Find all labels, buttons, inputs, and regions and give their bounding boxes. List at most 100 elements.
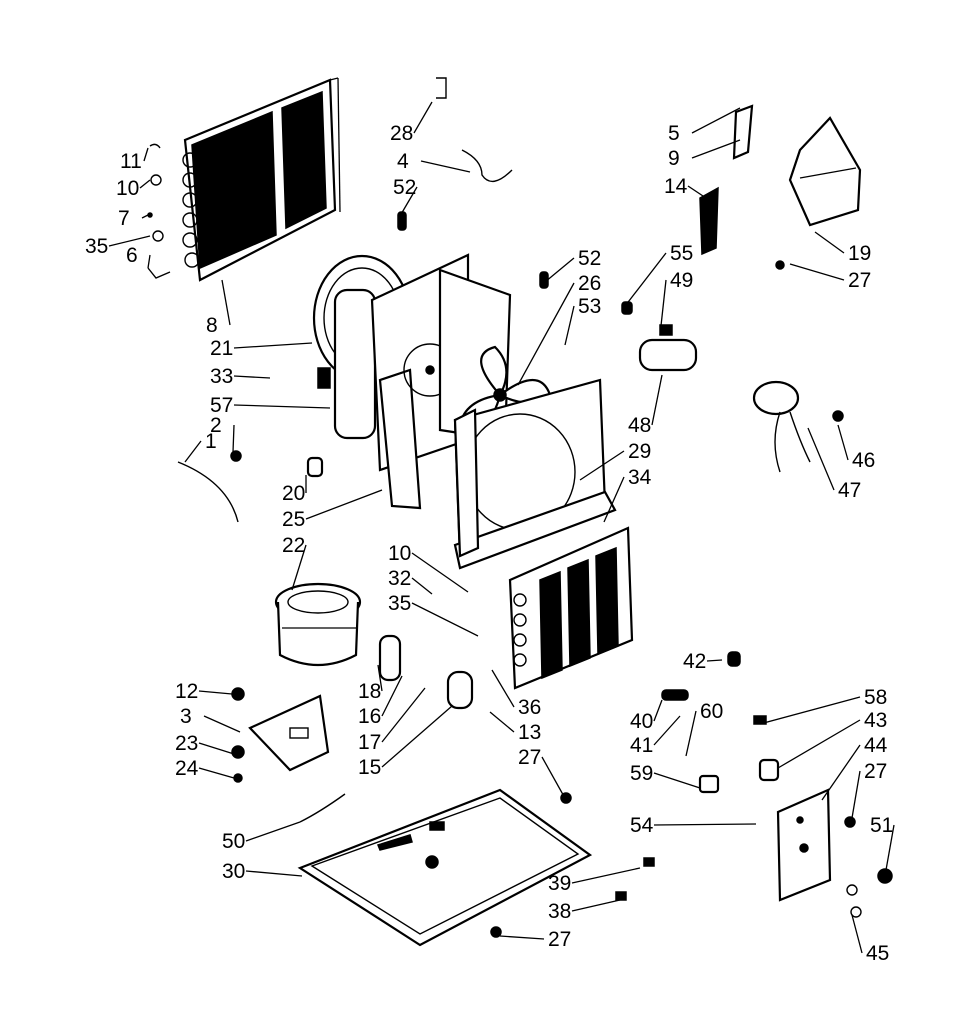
leader-line-60: [685, 710, 697, 757]
callout-34: 34: [628, 466, 652, 489]
callout-4: 4: [397, 150, 409, 173]
leader-line-7: [141, 214, 149, 219]
callout-54: 54: [630, 814, 654, 837]
control-panel: [776, 788, 832, 902]
leader-line-18: [377, 664, 383, 692]
callout-35a: 35: [85, 235, 108, 258]
leader-line-21: [233, 342, 313, 349]
callout-7: 7: [118, 207, 130, 230]
callout-39: 39: [548, 872, 571, 895]
callout-49: 49: [670, 269, 693, 292]
base-pan: [297, 788, 593, 947]
leader-line-57: [233, 404, 331, 409]
leader-line-27d: [499, 935, 545, 940]
callout-47: 47: [838, 479, 861, 502]
callout-18: 18: [358, 680, 381, 703]
leader-line-41: [653, 715, 681, 746]
leader-line-12: [198, 690, 233, 695]
orifice-panel: [453, 378, 617, 570]
leader-line-52b: [544, 257, 575, 283]
callout-32: 32: [388, 567, 411, 590]
callout-23: 23: [175, 732, 198, 755]
callout-16: 16: [358, 705, 381, 728]
callout-24: 24: [175, 757, 199, 780]
callout-6: 6: [126, 244, 138, 267]
leader-line-36: [491, 669, 515, 708]
leader-line-54: [653, 823, 757, 826]
leader-line-15: [381, 705, 453, 768]
leader-line-5: [691, 107, 741, 134]
callout-25: 25: [282, 508, 305, 531]
callout-44: 44: [864, 734, 888, 757]
leader-line-29: [579, 450, 625, 481]
callout-14: 14: [664, 175, 688, 198]
callout-50: 50: [222, 830, 245, 853]
leader-line-47: [807, 427, 835, 491]
leader-line-28: [413, 101, 433, 134]
callout-17: 17: [358, 731, 381, 754]
callout-41: 41: [630, 734, 653, 757]
leader-line-13: [489, 711, 515, 733]
callout-21: 21: [210, 337, 233, 360]
leader-line-27c: [851, 770, 861, 819]
coil-fittings: [147, 143, 171, 279]
small-parts-right: [177, 77, 893, 938]
leader-line-22: [291, 544, 307, 591]
fan-motor: [752, 380, 811, 473]
leader-line-3: [203, 715, 241, 733]
callout-33: 33: [210, 365, 233, 388]
leader-line-32: [411, 577, 433, 595]
leader-line-8: [221, 279, 231, 326]
condenser-coil: [182, 77, 341, 282]
callout-29: 29: [628, 440, 651, 463]
callout-40: 40: [630, 710, 653, 733]
leader-line-44: [821, 744, 861, 801]
leader-line-9: [691, 139, 741, 159]
leader-line-6: [147, 254, 151, 269]
callout-45: 45: [866, 942, 889, 965]
callout-22: 22: [282, 534, 305, 557]
leader-line-42: [706, 659, 723, 662]
leader-line-39: [571, 867, 641, 884]
callout-55: 55: [670, 242, 693, 265]
callout-5: 5: [668, 122, 680, 145]
callout-43: 43: [864, 709, 887, 732]
callout-59: 59: [630, 762, 653, 785]
callout-51: 51: [870, 814, 893, 837]
callout-36: 36: [518, 696, 541, 719]
leader-line-38: [571, 899, 621, 912]
leader-line-50: [245, 821, 301, 842]
leader-line-4: [420, 160, 471, 173]
leader-line-26: [517, 282, 575, 386]
leader-line-19: [814, 231, 845, 254]
leader-line-16: [381, 675, 403, 717]
callout-30: 30: [222, 860, 245, 883]
leader-line-10b: [411, 552, 469, 593]
callout-11: 11: [120, 150, 142, 173]
leader-line-1: [184, 440, 202, 463]
leader-line-27b: [541, 756, 567, 801]
callout-42: 42: [683, 650, 706, 673]
callout-26: 26: [578, 272, 601, 295]
leader-line-43: [777, 719, 861, 769]
leader-line-55: [621, 252, 667, 311]
callout-27a: 27: [848, 269, 871, 292]
leader-line-10a: [139, 179, 151, 189]
callout-15: 15: [358, 756, 381, 779]
callout-3: 3: [180, 705, 192, 728]
callout-53: 53: [578, 295, 601, 318]
blower-assembly: [312, 253, 512, 510]
callout-27b: 27: [518, 746, 541, 769]
callout-52a: 52: [393, 176, 416, 199]
callout-27c: 27: [864, 760, 887, 783]
mounting-bracket: [788, 116, 862, 227]
leader-line-34: [603, 476, 625, 523]
leader-line-46: [837, 424, 849, 461]
callout-2: 2: [210, 414, 222, 437]
leader-line-48: [651, 374, 663, 426]
callout-35b: 35: [388, 592, 411, 615]
leader-line-33: [233, 375, 271, 379]
callout-52b: 52: [578, 247, 601, 270]
